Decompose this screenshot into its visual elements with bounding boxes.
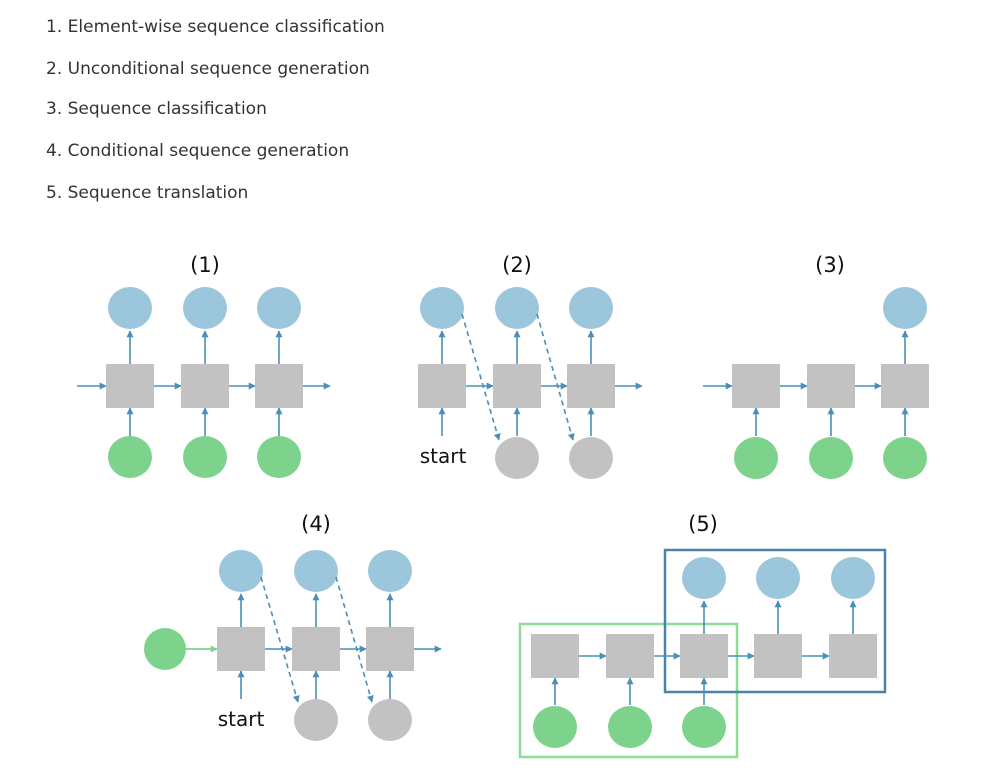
output-node [756,557,800,599]
feedback-arrow [260,576,300,703]
input-node [108,436,152,478]
task-label: Unconditional sequence generation [67,59,370,79]
input-node [809,437,853,479]
task-number: 1. [46,17,63,37]
input-node [608,706,652,748]
hidden-cell [754,634,802,678]
input-node [682,706,726,748]
input-node [883,437,927,479]
generated-node [569,437,613,479]
hidden-cell [807,364,855,408]
panel-5 [531,557,877,748]
output-node [368,550,412,592]
generated-node [368,699,412,741]
hidden-cell [567,364,615,408]
condition-node [144,628,186,670]
panel-title-4: (4) [301,512,331,536]
generated-node [294,699,338,741]
encoder-box [518,622,739,759]
output-node [831,557,875,599]
task-number: 5. [46,183,63,203]
output-node [883,287,927,329]
task-item-5: 5. Sequence translation [46,181,248,205]
hidden-cell [606,634,654,678]
hidden-cell [493,364,541,408]
feedback-arrow [461,313,501,441]
start-label-2: start [420,444,467,468]
hidden-cell [732,364,780,408]
input-node [734,437,778,479]
hidden-cell [255,364,303,408]
input-node [533,706,577,748]
hidden-cell [418,364,466,408]
panel-title-3: (3) [815,253,845,277]
hidden-cell [181,364,229,408]
start-label-4: start [218,707,265,731]
output-node [682,557,726,599]
panel-1 [77,287,331,478]
hidden-cell [217,627,265,671]
task-label: Element-wise sequence classification [67,17,385,37]
decoder-box [663,548,887,694]
panel-3 [703,287,929,479]
feedback-arrow [536,313,575,441]
hidden-cell [366,627,414,671]
output-node [420,287,464,329]
output-node [108,287,152,329]
hidden-cell [881,364,929,408]
output-node [294,550,338,592]
panel-title-5: (5) [688,512,718,536]
panel-4 [144,550,442,741]
task-number: 4. [46,141,63,161]
hidden-cell [829,634,877,678]
feedback-arrow [335,576,374,703]
generated-node [495,437,539,479]
panel-2 [418,287,643,479]
output-node [257,287,301,329]
task-item-3: 3. Sequence classification [46,97,267,121]
hidden-cell [292,627,340,671]
task-number: 3. [46,99,63,119]
output-node [183,287,227,329]
input-node [257,436,301,478]
task-label: Conditional sequence generation [67,141,350,161]
hidden-cell [531,634,579,678]
hidden-cell [680,634,728,678]
panel-title-1: (1) [190,253,220,277]
hidden-cell [106,364,154,408]
output-node [219,550,263,592]
task-label: Sequence translation [67,183,249,203]
task-label: Sequence classification [67,99,267,119]
task-item-2: 2. Unconditional sequence generation [46,57,370,81]
task-item-4: 4. Conditional sequence generation [46,139,349,163]
panel-title-2: (2) [502,253,532,277]
output-node [495,287,539,329]
task-item-1: 1. Element-wise sequence classification [46,15,385,39]
task-number: 2. [46,59,63,79]
output-node [569,287,613,329]
input-node [183,436,227,478]
